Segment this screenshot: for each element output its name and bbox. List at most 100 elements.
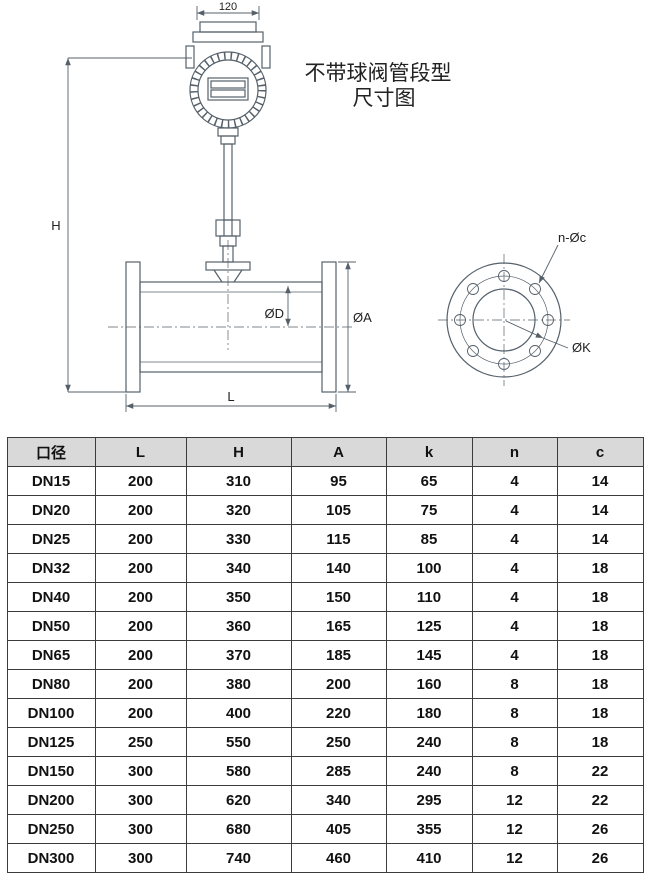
header-cell-c: c <box>556 437 644 467</box>
value-cell: 200 <box>94 553 187 583</box>
value-cell: 26 <box>556 843 644 873</box>
value-cell: 14 <box>556 495 644 525</box>
value-cell: 65 <box>385 466 473 496</box>
value-cell: 14 <box>556 466 644 496</box>
header-cell-n: n <box>471 437 558 467</box>
value-cell: 250 <box>290 727 387 757</box>
value-cell: 200 <box>94 698 187 728</box>
diameter-cell: DN150 <box>6 756 96 786</box>
value-cell: 4 <box>471 611 558 641</box>
value-cell: 165 <box>290 611 387 641</box>
value-cell: 105 <box>290 495 387 525</box>
value-cell: 145 <box>385 640 473 670</box>
value-cell: 12 <box>471 843 558 873</box>
flange-leaders <box>505 244 569 349</box>
diameter-cell: DN15 <box>6 466 96 496</box>
value-cell: 300 <box>94 814 187 844</box>
value-cell: 200 <box>94 640 187 670</box>
transmitter-housing <box>185 21 271 129</box>
value-cell: 12 <box>471 814 558 844</box>
dimension-120 <box>196 6 260 20</box>
value-cell: 150 <box>290 582 387 612</box>
drawing-title-line1: 不带球阀管段型 <box>305 62 452 85</box>
value-cell: 125 <box>385 611 473 641</box>
value-cell: 8 <box>471 756 558 786</box>
value-cell: 100 <box>385 553 473 583</box>
diameter-cell: DN32 <box>6 553 96 583</box>
value-cell: 405 <box>290 814 387 844</box>
value-cell: 18 <box>556 669 644 699</box>
value-cell: 740 <box>185 843 292 873</box>
diameter-cell: DN125 <box>6 727 96 757</box>
flange-circle-label: ØK <box>572 340 591 355</box>
diameter-cell: DN300 <box>6 843 96 873</box>
value-cell: 75 <box>385 495 473 525</box>
value-cell: 4 <box>471 495 558 525</box>
value-cell: 18 <box>556 582 644 612</box>
value-cell: 8 <box>471 727 558 757</box>
value-cell: 310 <box>185 466 292 496</box>
dimension-H <box>65 57 192 393</box>
value-cell: 370 <box>185 640 292 670</box>
value-cell: 300 <box>94 756 187 786</box>
value-cell: 200 <box>94 582 187 612</box>
value-cell: 4 <box>471 553 558 583</box>
value-cell: 18 <box>556 611 644 641</box>
value-cell: 250 <box>94 727 187 757</box>
value-cell: 200 <box>290 669 387 699</box>
flange-face-view <box>438 244 570 386</box>
value-cell: 180 <box>385 698 473 728</box>
header-cell-k: k <box>385 437 473 467</box>
value-cell: 115 <box>290 524 387 554</box>
diameter-cell: DN50 <box>6 611 96 641</box>
drawing-title-line2: 尺寸图 <box>353 87 416 110</box>
value-cell: 200 <box>94 611 187 641</box>
value-cell: 295 <box>385 785 473 815</box>
value-cell: 580 <box>185 756 292 786</box>
diameter-cell: DN65 <box>6 640 96 670</box>
technical-drawing: 120 H ØD ØA L n-Øc ØK 不带球阀管段型 尺寸图 <box>51 1 591 412</box>
dim-A-label: ØA <box>353 310 372 325</box>
value-cell: 4 <box>471 640 558 670</box>
value-cell: 240 <box>385 756 473 786</box>
diameter-cell: DN200 <box>6 785 96 815</box>
value-cell: 185 <box>290 640 387 670</box>
value-cell: 200 <box>94 466 187 496</box>
diameter-cell: DN250 <box>6 814 96 844</box>
value-cell: 200 <box>94 524 187 554</box>
value-cell: 18 <box>556 727 644 757</box>
value-cell: 340 <box>185 553 292 583</box>
value-cell: 620 <box>185 785 292 815</box>
value-cell: 85 <box>385 524 473 554</box>
diameter-cell: DN40 <box>6 582 96 612</box>
diameter-cell: DN80 <box>6 669 96 699</box>
value-cell: 360 <box>185 611 292 641</box>
value-cell: 18 <box>556 640 644 670</box>
diameter-cell: DN100 <box>6 698 96 728</box>
diameter-cell: DN20 <box>6 495 96 525</box>
value-cell: 18 <box>556 698 644 728</box>
value-cell: 220 <box>290 698 387 728</box>
value-cell: 410 <box>385 843 473 873</box>
value-cell: 95 <box>290 466 387 496</box>
table-header-row: 口径 L H A k n c <box>6 437 644 467</box>
value-cell: 400 <box>185 698 292 728</box>
value-cell: 285 <box>290 756 387 786</box>
value-cell: 550 <box>185 727 292 757</box>
value-cell: 26 <box>556 814 644 844</box>
header-cell-L: L <box>94 437 187 467</box>
centerlines <box>108 240 352 350</box>
value-cell: 4 <box>471 582 558 612</box>
dimension-A <box>338 261 356 393</box>
